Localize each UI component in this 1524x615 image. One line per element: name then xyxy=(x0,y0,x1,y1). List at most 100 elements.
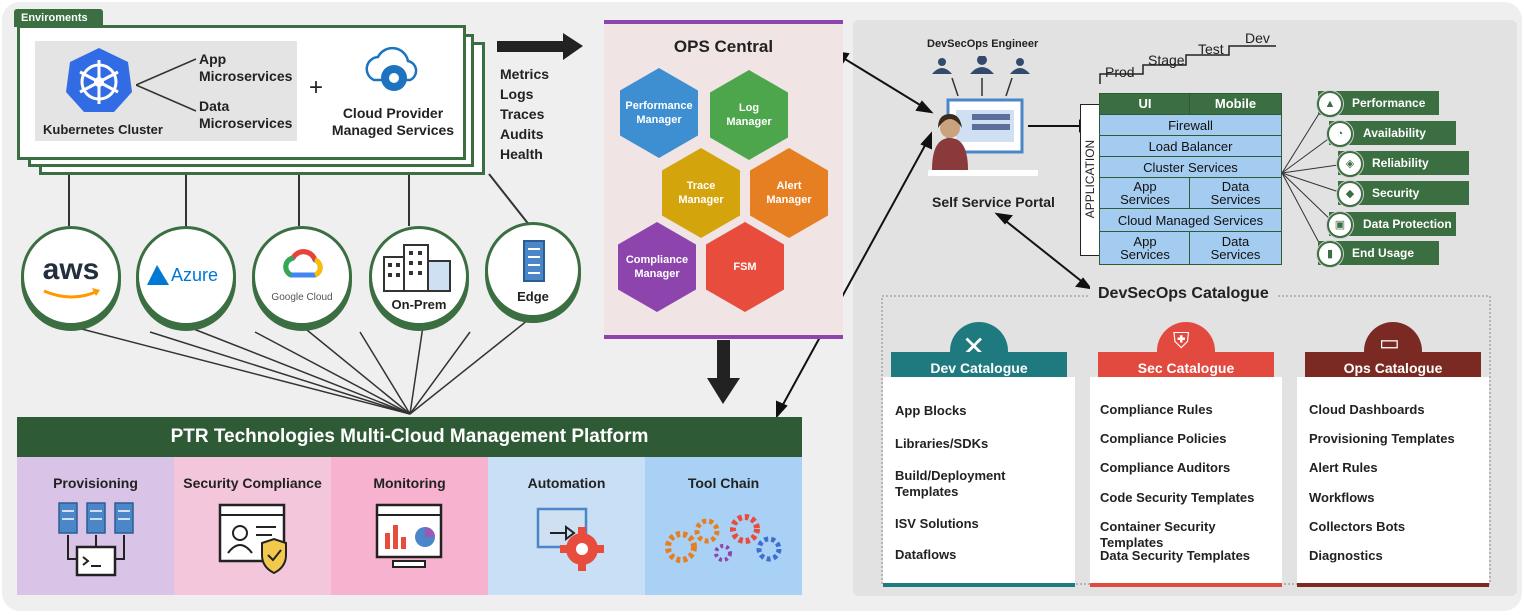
microservice-branch-lines xyxy=(136,58,197,112)
ops-catalogue-box: Cloud Dashboards Provisioning Templates … xyxy=(1297,377,1489,587)
on-prem-circle: On-Prem xyxy=(369,226,469,326)
dev-item-build-deployment: Build/Deployment Templates xyxy=(895,468,1006,499)
on-prem-label: On-Prem xyxy=(391,297,447,312)
telemetry-audits: Audits xyxy=(500,126,544,142)
environments-tag: Enviroments xyxy=(14,9,103,27)
aws-logo-text: aws xyxy=(42,253,100,286)
tool-chain-gears-icon xyxy=(665,514,782,563)
self-service-portal-label: Self Service Portal xyxy=(932,194,1055,210)
telemetry-traces: Traces xyxy=(500,106,545,122)
cluster-services-tier: Cluster Services xyxy=(1099,156,1282,178)
data-protection-icon: ▣ xyxy=(1327,212,1353,238)
edge-circle: Edge xyxy=(485,222,581,318)
availability-icon: ◔ xyxy=(1327,121,1353,147)
reliability-icon: ◈ xyxy=(1337,151,1363,177)
ops-item-diagnostics: Diagnostics xyxy=(1309,548,1383,563)
automation-gear-icon xyxy=(536,507,604,571)
server-icon xyxy=(523,240,545,282)
sec-item-container-security: Container Security Templates xyxy=(1100,519,1216,550)
performance-icon: ▲ xyxy=(1317,91,1343,117)
stage-test: Test xyxy=(1198,41,1224,57)
mobile-tier: Mobile xyxy=(1189,93,1282,115)
load-balancer-tier: Load Balancer xyxy=(1099,135,1282,157)
sec-item-compliance-auditors: Compliance Auditors xyxy=(1100,460,1231,475)
end-usage-icon: ▮ xyxy=(1317,241,1343,267)
sec-item-code-security: Code Security Templates xyxy=(1100,490,1255,505)
tool-chain-label: Tool Chain xyxy=(687,475,760,491)
dev-item-libraries: Libraries/SDKs xyxy=(895,436,989,451)
google-cloud-icon xyxy=(283,249,323,278)
ops-item-collectors-bots: Collectors Bots xyxy=(1309,519,1406,534)
sec-item-data-security: Data Security Templates xyxy=(1100,548,1251,563)
azure-circle: Azure xyxy=(136,226,236,326)
telemetry-logs: Logs xyxy=(500,86,534,102)
sec-item-compliance-rules: Compliance Rules xyxy=(1100,402,1213,417)
telemetry-health: Health xyxy=(500,146,543,162)
security-compliance-icon xyxy=(218,503,287,575)
ops-item-alert-rules: Alert Rules xyxy=(1309,460,1378,475)
cloud-managed-services-tier: Cloud Managed Services xyxy=(1099,208,1282,232)
automation-label: Automation xyxy=(527,475,606,491)
ops-item-workflows: Workflows xyxy=(1309,490,1375,505)
cloud-gear-icon xyxy=(365,46,418,91)
azure-logo-text: Azure xyxy=(171,265,219,285)
aws-smile-icon xyxy=(43,288,100,299)
building-icon xyxy=(383,244,451,292)
monitoring-column: Monitoring xyxy=(331,457,488,595)
dev-catalogue-box: App Blocks Libraries/SDKs Build/Deployme… xyxy=(883,377,1075,587)
kubernetes-icon xyxy=(66,48,132,112)
engineer-portal-icon xyxy=(928,56,1038,176)
application-side-label: APPLICATION xyxy=(1083,139,1097,219)
shield-icon: ⛨ xyxy=(1173,328,1190,353)
monitor-search-icon: ▭ xyxy=(1379,330,1400,355)
ops-central-title: OPS Central xyxy=(673,37,774,56)
devsecops-catalogue-title: DevSecOps Catalogue xyxy=(1090,285,1277,303)
sec-catalogue-box: Compliance Rules Compliance Policies Com… xyxy=(1090,377,1282,587)
aws-circle: aws xyxy=(21,226,121,326)
edge-label: Edge xyxy=(517,289,549,304)
stage-dev: Dev xyxy=(1245,30,1270,46)
security-compliance-label: Security Compliance xyxy=(183,475,322,491)
security-compliance-column: Security Compliance xyxy=(174,457,331,595)
kubernetes-label: Kubernetes Cluster xyxy=(43,122,163,137)
tool-chain-column: Tool Chain xyxy=(645,457,802,595)
google-cloud-label: Google Cloud xyxy=(271,292,333,303)
stage-stage: Stage xyxy=(1148,52,1185,68)
stage-prod: Prod xyxy=(1105,64,1135,80)
ops-item-provisioning-templates: Provisioning Templates xyxy=(1309,431,1455,446)
azure-icon xyxy=(147,265,169,285)
ops-item-cloud-dashboards: Cloud Dashboards xyxy=(1309,402,1425,417)
fsm-hex: FSM xyxy=(706,222,784,312)
dev-item-app-blocks: App Blocks xyxy=(895,403,967,418)
ui-tier: UI xyxy=(1099,93,1191,115)
firewall-tier: Firewall xyxy=(1099,114,1282,136)
dev-item-dataflows: Dataflows xyxy=(895,547,957,562)
google-cloud-circle: Google Cloud xyxy=(252,226,352,326)
security-icon: ◆ xyxy=(1337,181,1363,207)
platform-title: PTR Technologies Multi-Cloud Management … xyxy=(17,417,802,457)
provisioning-column: Provisioning xyxy=(17,457,174,595)
telemetry-metrics: Metrics xyxy=(500,66,550,82)
provisioning-servers-icon xyxy=(58,502,134,577)
sec-item-compliance-policies: Compliance Policies xyxy=(1100,431,1227,446)
dev-item-isv-solutions: ISV Solutions xyxy=(895,516,979,531)
monitoring-label: Monitoring xyxy=(373,475,446,491)
devsecops-engineer-label: DevSecOps Engineer xyxy=(927,38,1039,50)
telemetry-list: Metrics Logs Traces Audits Health xyxy=(500,64,549,164)
monitoring-dashboard-icon xyxy=(375,503,443,568)
plus-sign: + xyxy=(309,74,324,101)
